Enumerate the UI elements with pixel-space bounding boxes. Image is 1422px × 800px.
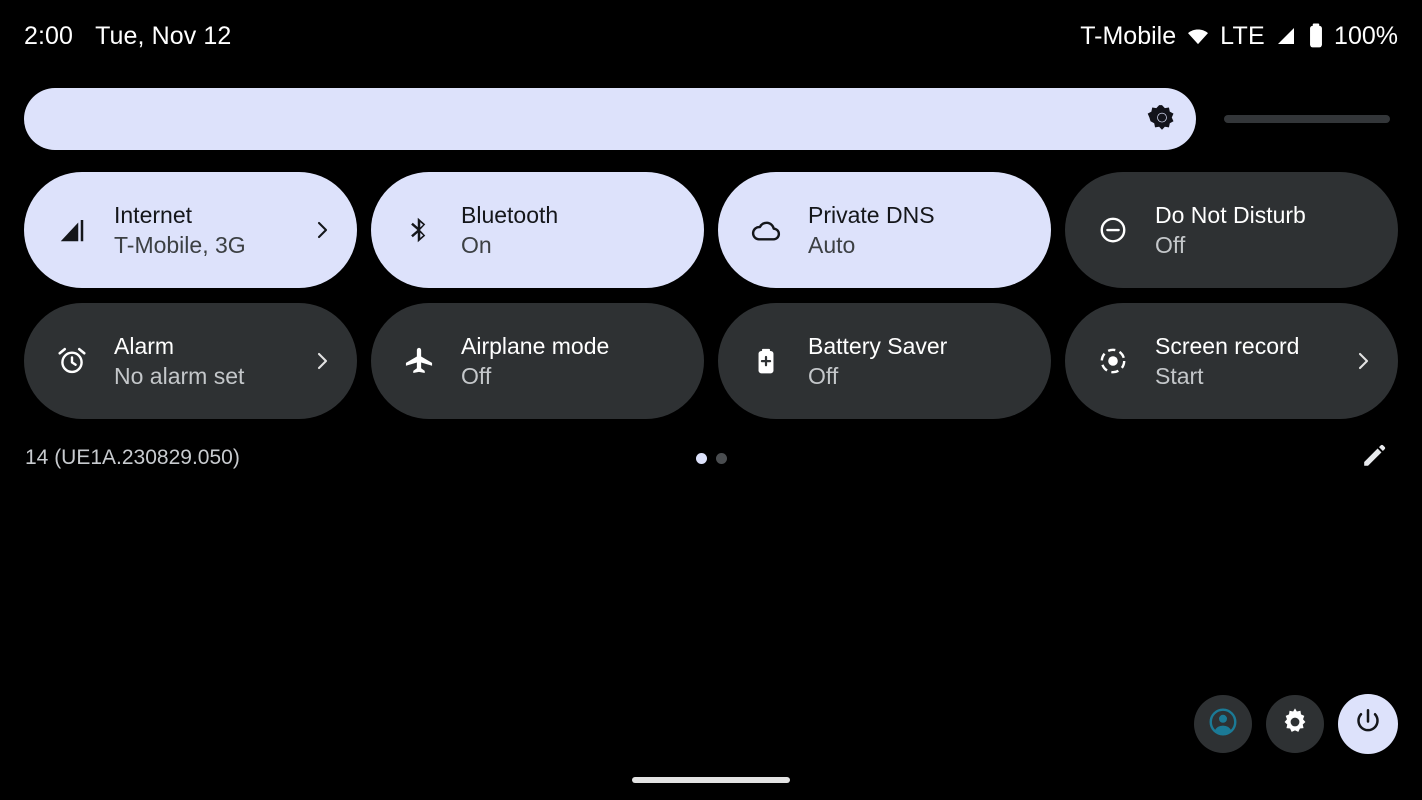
brightness-slider[interactable]: [24, 88, 1398, 150]
tile-title: Alarm: [114, 333, 175, 359]
tile-title: Internet: [114, 202, 192, 228]
battery-plus-icon: [744, 339, 788, 383]
tile-text: Bluetooth On: [461, 200, 682, 260]
tile-subtitle: Start: [1155, 363, 1204, 389]
tile-subtitle: Auto: [808, 232, 856, 258]
alarm-clock-icon: [50, 339, 94, 383]
network-type-label: LTE: [1220, 21, 1266, 50]
battery-icon: [1307, 23, 1325, 49]
page-dot-1[interactable]: [695, 452, 707, 464]
tile-subtitle: No alarm set: [114, 363, 245, 389]
tile-title: Airplane mode: [461, 333, 610, 359]
tile-internet[interactable]: Internet T-Mobile, 3G: [24, 172, 357, 288]
page-dot-2[interactable]: [715, 452, 727, 464]
signal-bars-icon: [50, 208, 94, 252]
tile-text: Alarm No alarm set: [114, 331, 309, 391]
signal-bars-icon: [1274, 24, 1298, 48]
tile-battery-saver[interactable]: Battery Saver Off: [718, 303, 1051, 419]
home-gesture-bar[interactable]: [632, 777, 790, 783]
battery-percent-label: 100%: [1334, 21, 1398, 50]
tile-text: Airplane mode Off: [461, 331, 682, 391]
power-button[interactable]: [1338, 694, 1398, 754]
tile-screen-record[interactable]: Screen record Start: [1065, 303, 1398, 419]
tile-subtitle: On: [461, 232, 492, 258]
pencil-icon: [1360, 442, 1388, 475]
tile-text: Internet T-Mobile, 3G: [114, 200, 309, 260]
tile-private-dns[interactable]: Private DNS Auto: [718, 172, 1051, 288]
footer-actions: [1194, 694, 1398, 754]
clock: 2:00: [24, 21, 74, 50]
tile-title: Screen record: [1155, 333, 1300, 359]
quick-settings-tiles: Internet T-Mobile, 3G Bluetooth On: [24, 172, 1398, 419]
bluetooth-icon: [397, 208, 441, 252]
status-bar: 2:00 Tue, Nov 12 T-Mobile LTE 100%: [0, 0, 1422, 72]
brightness-icon: [1138, 95, 1186, 143]
settings-button[interactable]: [1266, 695, 1324, 753]
gear-icon: [1279, 706, 1311, 743]
tile-do-not-disturb[interactable]: Do Not Disturb Off: [1065, 172, 1398, 288]
quick-settings-footer: 14 (UE1A.230829.050): [0, 440, 1422, 476]
airplane-icon: [397, 339, 441, 383]
tile-text: Do Not Disturb Off: [1155, 200, 1376, 260]
tile-title: Do Not Disturb: [1155, 202, 1306, 228]
tile-subtitle: T-Mobile, 3G: [114, 232, 246, 258]
tile-title: Bluetooth: [461, 202, 559, 228]
tile-bluetooth[interactable]: Bluetooth On: [371, 172, 704, 288]
record-icon: [1091, 339, 1135, 383]
tile-airplane-mode[interactable]: Airplane mode Off: [371, 303, 704, 419]
tile-text: Battery Saver Off: [808, 331, 1029, 391]
chevron-right-icon[interactable]: [309, 348, 335, 374]
tile-subtitle: Off: [461, 363, 492, 389]
chevron-right-icon[interactable]: [309, 217, 335, 243]
status-bar-right: T-Mobile LTE 100%: [1080, 22, 1398, 51]
user-switcher-button[interactable]: [1194, 695, 1252, 753]
edit-tiles-button[interactable]: [1354, 438, 1394, 478]
wifi-icon: [1185, 23, 1211, 49]
chevron-right-icon[interactable]: [1350, 348, 1376, 374]
power-icon: [1353, 707, 1383, 742]
page-indicator: [0, 440, 1422, 476]
brightness-fill: [24, 88, 1196, 150]
cloud-icon: [744, 208, 788, 252]
brightness-remaining-track: [1224, 115, 1390, 123]
status-bar-left: 2:00 Tue, Nov 12: [24, 22, 231, 51]
account-circle-icon: [1207, 706, 1239, 743]
brightness-track[interactable]: [24, 88, 1398, 150]
date: Tue, Nov 12: [95, 21, 232, 50]
tile-title: Battery Saver: [808, 333, 948, 359]
tile-text: Private DNS Auto: [808, 200, 1029, 260]
tile-alarm[interactable]: Alarm No alarm set: [24, 303, 357, 419]
tile-subtitle: Off: [808, 363, 839, 389]
build-version-label: 14 (UE1A.230829.050): [25, 446, 240, 469]
tile-subtitle: Off: [1155, 232, 1186, 258]
carrier-label: T-Mobile: [1080, 21, 1177, 50]
do-not-disturb-icon: [1091, 208, 1135, 252]
tile-text: Screen record Start: [1155, 331, 1350, 391]
tile-title: Private DNS: [808, 202, 935, 228]
